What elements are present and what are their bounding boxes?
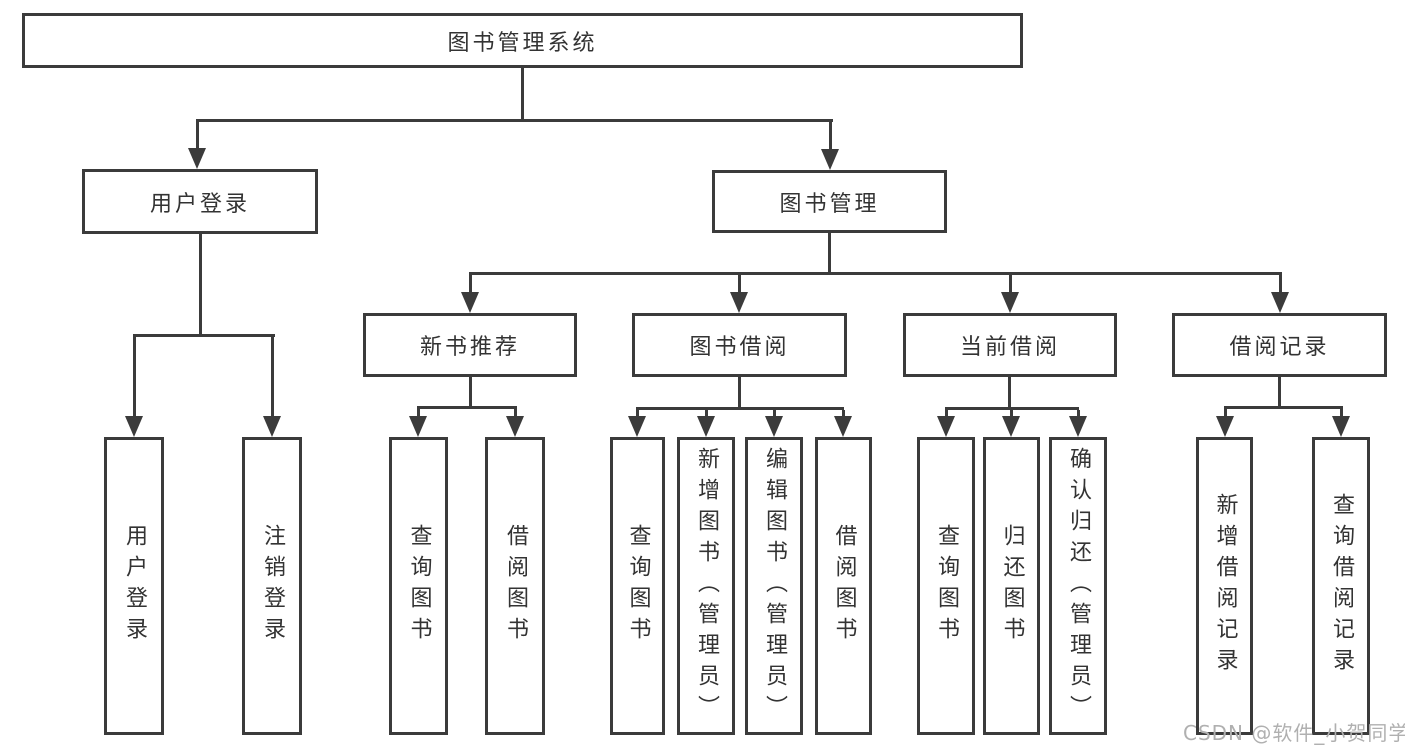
leaf-new-book-borrow-books: 借阅图书 [485, 437, 545, 735]
arrow-current-borrow-return-icon [1002, 410, 1020, 437]
arrow-to-book-borrow-icon [730, 275, 748, 313]
connector-level2-rail [196, 119, 833, 122]
arrow-to-new-book-icon [461, 275, 479, 313]
connector-book-borrow-rail [636, 407, 844, 410]
leaf-book-borrow-borrow-books: 借阅图书 [815, 437, 872, 735]
arrow-book-borrow-add-icon [697, 410, 715, 437]
root-node-library-system: 图书管理系统 [22, 13, 1023, 68]
connector-borrow-record-stem [1278, 377, 1281, 406]
arrow-book-borrow-edit-icon [765, 410, 783, 437]
connector-new-book-stem [469, 377, 472, 406]
leaf-book-borrow-query-books: 查询图书 [610, 437, 665, 735]
arrow-borrow-record-add-icon [1216, 409, 1234, 437]
leaf-current-borrow-return-books: 归还图书 [983, 437, 1040, 735]
leaf-book-borrow-add-books-admin: 新增图书（管理员） [677, 437, 735, 735]
leaf-user-login: 用户登录 [104, 437, 164, 735]
arrow-new-book-query-icon [409, 409, 427, 437]
connector-root-stem [521, 68, 524, 120]
connector-user-login-stem [199, 234, 202, 334]
connector-current-borrow-rail [945, 407, 1079, 410]
arrow-to-leaf-user-login-icon [125, 337, 143, 437]
arrow-to-user-login-icon [188, 122, 206, 169]
node-new-book: 新书推荐 [363, 313, 577, 377]
connector-book-mgmt-stem [828, 233, 831, 272]
connector-new-book-rail [417, 406, 517, 409]
leaf-current-borrow-confirm-return-admin: 确认归还（管理员） [1049, 437, 1107, 735]
arrow-book-borrow-borrow-icon [834, 410, 852, 437]
arrow-to-borrow-record-icon [1271, 275, 1289, 313]
node-borrow-record: 借阅记录 [1172, 313, 1387, 377]
leaf-new-book-query-books: 查询图书 [389, 437, 448, 735]
arrow-current-borrow-confirm-icon [1069, 410, 1087, 437]
node-current-borrow: 当前借阅 [903, 313, 1117, 377]
leaf-borrow-record-add-record: 新增借阅记录 [1196, 437, 1253, 735]
leaf-current-borrow-query-books: 查询图书 [917, 437, 975, 735]
arrow-to-leaf-logout-icon [263, 337, 281, 437]
arrow-new-book-borrow-icon [506, 409, 524, 437]
arrow-borrow-record-query-icon [1332, 409, 1350, 437]
connector-current-borrow-stem [1008, 377, 1011, 407]
leaf-borrow-record-query-record: 查询借阅记录 [1312, 437, 1370, 735]
node-book-borrow: 图书借阅 [632, 313, 847, 377]
node-book-mgmt: 图书管理 [712, 170, 947, 233]
csdn-watermark: CSDN @软件_小贺同学 [1183, 721, 1405, 745]
arrow-current-borrow-query-icon [937, 410, 955, 437]
connector-user-login-rail [133, 334, 275, 337]
arrow-book-borrow-query-icon [628, 410, 646, 437]
connector-level3-rail [469, 272, 1282, 275]
connector-book-borrow-stem [738, 377, 741, 407]
arrow-to-current-borrow-icon [1001, 275, 1019, 313]
leaf-book-borrow-edit-books-admin: 编辑图书（管理员） [745, 437, 803, 735]
connector-borrow-record-rail [1224, 406, 1343, 409]
node-user-login: 用户登录 [82, 169, 318, 234]
arrow-to-book-mgmt-icon [821, 122, 839, 170]
leaf-logout: 注销登录 [242, 437, 302, 735]
